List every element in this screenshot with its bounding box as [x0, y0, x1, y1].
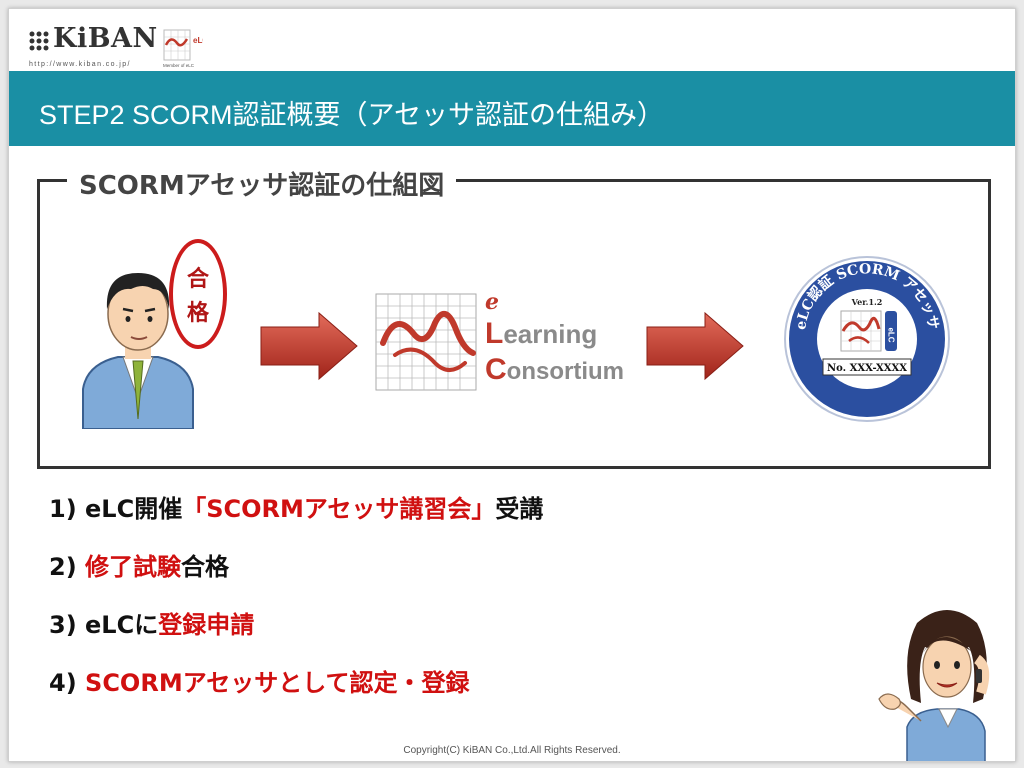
- kiban-logo: KiBAN http://www.kiban.co.jp/ eLC Member…: [29, 23, 229, 73]
- elc-member-icon: eLC Member of eLC: [163, 29, 203, 68]
- elc-c: C: [485, 353, 507, 386]
- businesswoman-illustration: [878, 610, 990, 761]
- step-2: 2) 修了試験合格: [49, 553, 230, 581]
- logo-name: KiBAN: [53, 23, 158, 54]
- arrow-right-icon: [260, 311, 358, 381]
- pass-char-2: 格: [186, 301, 209, 326]
- elc-l: L: [485, 317, 504, 350]
- step-3: 3) eLCに登録申請: [49, 611, 255, 639]
- scorm-assessor-badge-icon: eLC認証 SCORM アセッサ Ver.1.2 eLC No. XXX-XXX…: [784, 256, 950, 422]
- arrow-right-icon: [646, 311, 744, 381]
- header-bar: STEP2 SCORM認証概要（アセッサ認証の仕組み）: [9, 71, 1015, 146]
- elc-learning: earning: [503, 319, 598, 349]
- logo-url: http://www.kiban.co.jp/: [29, 61, 131, 68]
- page-title: STEP2 SCORM認証概要（アセッサ認証の仕組み）: [39, 100, 664, 130]
- elc-e: e: [485, 289, 499, 315]
- elc-mark: eLC: [193, 36, 203, 45]
- elc-consortium: onsortium: [506, 358, 624, 385]
- copyright-footer: Copyright(C) KiBAN Co.,Ltd.All Rights Re…: [403, 745, 621, 756]
- elc-grid-icon: [375, 293, 477, 391]
- dots-icon: [29, 31, 49, 51]
- step-1: 1) eLC開催「SCORMアセッサ講習会」受講: [49, 495, 544, 523]
- pass-bubble: 合 格: [169, 239, 227, 349]
- diagram-title: SCORMアセッサ認証の仕組図: [67, 165, 457, 202]
- slide: KiBAN http://www.kiban.co.jp/ eLC Member…: [8, 8, 1016, 762]
- steps-list: 1) eLC開催「SCORMアセッサ講習会」受講 2) 修了試験合格 3) eL…: [49, 489, 543, 721]
- badge-number: No. XXX-XXXX: [827, 363, 907, 374]
- diagram-frame: [37, 179, 991, 469]
- badge-elc: eLC: [887, 327, 896, 342]
- pass-char-1: 合: [186, 267, 209, 292]
- businessman-illustration: [82, 273, 194, 429]
- step-4: 4) SCORMアセッサとして認定・登録: [49, 669, 470, 697]
- elc-logo: e Learning Consortium: [375, 289, 625, 399]
- badge-ver: Ver.1.2: [851, 297, 883, 307]
- elc-sub: Member of eLC: [163, 63, 195, 68]
